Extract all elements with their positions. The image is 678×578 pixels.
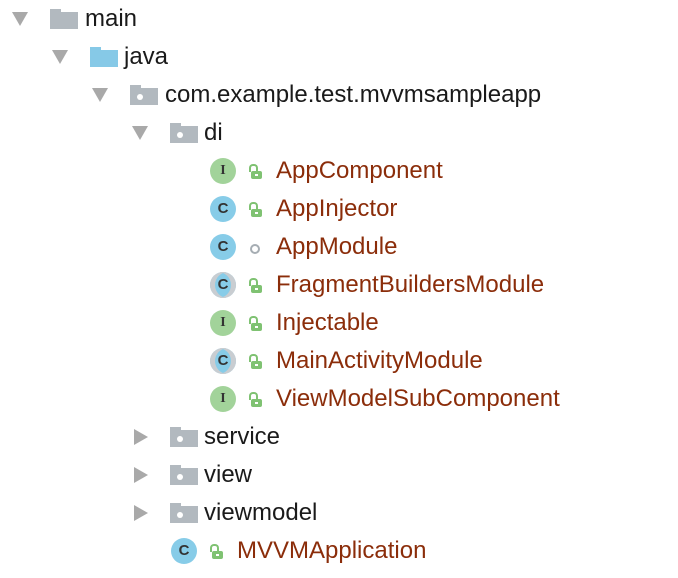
package-icon xyxy=(170,503,198,523)
node-label: AppInjector xyxy=(276,195,398,222)
public-lock-icon xyxy=(249,202,263,218)
package-private-icon xyxy=(250,244,260,254)
tree-node-viewmodel[interactable]: viewmodel xyxy=(0,494,678,532)
node-label: MVVMApplication xyxy=(237,537,427,564)
public-lock-icon xyxy=(249,316,263,332)
package-icon xyxy=(170,465,198,485)
node-label: java xyxy=(124,43,169,70)
tree-node-service[interactable]: service xyxy=(0,418,678,456)
node-label: view xyxy=(204,461,253,488)
tree-node-injectable[interactable]: I Injectable xyxy=(0,304,678,342)
tree-node-appcomponent[interactable]: I AppComponent xyxy=(0,152,678,190)
node-label: ViewModelSubComponent xyxy=(276,385,560,412)
tree-node-viewmodelsubcomponent[interactable]: I ViewModelSubComponent xyxy=(0,380,678,418)
package-icon xyxy=(170,123,198,143)
tree-node-main[interactable]: main xyxy=(0,0,678,38)
tree-node-view[interactable]: view xyxy=(0,456,678,494)
public-lock-icon xyxy=(249,392,263,408)
tree-node-mainactivitymodule[interactable]: C MainActivityModule xyxy=(0,342,678,380)
node-label: main xyxy=(85,5,138,32)
node-label: AppComponent xyxy=(276,157,443,184)
collapse-arrow-icon[interactable] xyxy=(134,505,148,521)
tree-node-appmodule[interactable]: C AppModule xyxy=(0,228,678,266)
tree-node-appinjector[interactable]: C AppInjector xyxy=(0,190,678,228)
tree-node-fragmentbuildersmodule[interactable]: C FragmentBuildersModule xyxy=(0,266,678,304)
node-label: di xyxy=(204,119,223,146)
package-icon xyxy=(170,427,198,447)
interface-icon: I xyxy=(210,386,236,412)
node-label: FragmentBuildersModule xyxy=(276,271,545,298)
expand-arrow-icon[interactable] xyxy=(52,50,68,64)
folder-icon xyxy=(50,9,78,29)
tree-node-java[interactable]: java xyxy=(0,38,678,76)
public-lock-icon xyxy=(249,278,263,294)
abstract-class-icon: C xyxy=(210,272,236,298)
node-label: viewmodel xyxy=(204,499,318,526)
collapse-arrow-icon[interactable] xyxy=(134,429,148,445)
tree-node-di[interactable]: di xyxy=(0,114,678,152)
interface-icon: I xyxy=(210,158,236,184)
source-folder-icon xyxy=(90,47,118,67)
node-label: com.example.test.mvvmsampleapp xyxy=(165,81,542,108)
package-icon xyxy=(130,85,158,105)
public-lock-icon xyxy=(210,544,224,560)
tree-node-package[interactable]: com.example.test.mvvmsampleapp xyxy=(0,76,678,114)
class-icon: C xyxy=(210,234,236,260)
class-icon: C xyxy=(171,538,197,564)
tree-node-mvvmapplication[interactable]: C MVVMApplication xyxy=(0,532,678,570)
expand-arrow-icon[interactable] xyxy=(12,12,28,26)
public-lock-icon xyxy=(249,354,263,370)
class-icon: C xyxy=(210,196,236,222)
abstract-class-icon: C xyxy=(210,348,236,374)
expand-arrow-icon[interactable] xyxy=(132,126,148,140)
node-label: AppModule xyxy=(276,233,398,260)
node-label: service xyxy=(204,423,281,450)
node-label: MainActivityModule xyxy=(276,347,483,374)
node-label: Injectable xyxy=(276,309,379,336)
collapse-arrow-icon[interactable] xyxy=(134,467,148,483)
public-lock-icon xyxy=(249,164,263,180)
expand-arrow-icon[interactable] xyxy=(92,88,108,102)
interface-icon: I xyxy=(210,310,236,336)
